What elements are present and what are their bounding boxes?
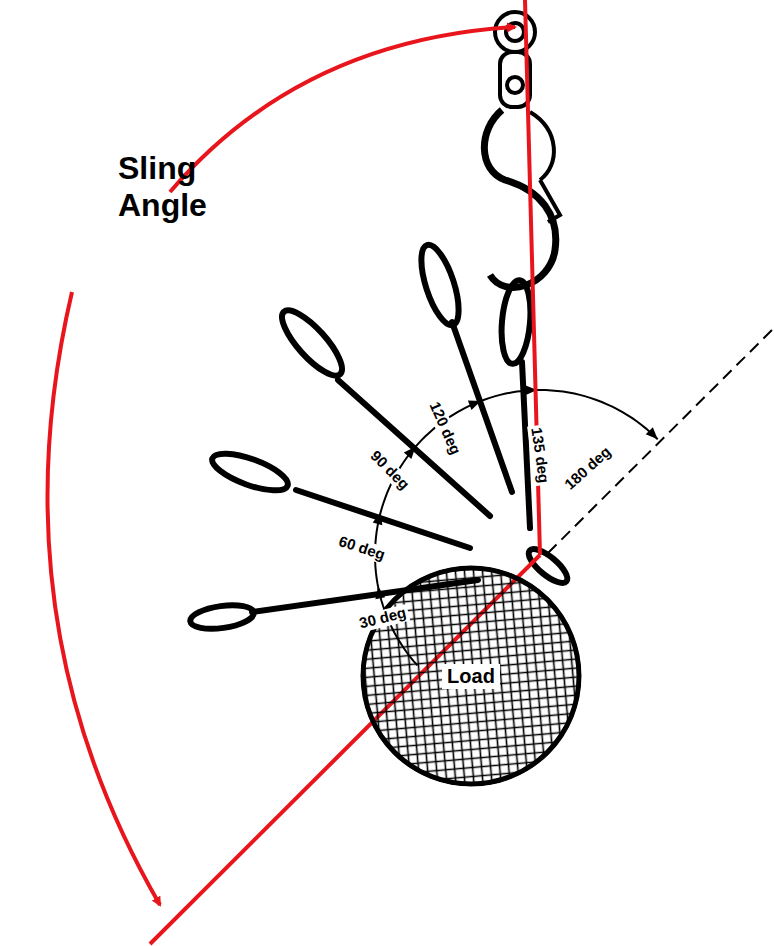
angle-label: 180 deg bbox=[560, 442, 616, 494]
load-label: Load bbox=[442, 664, 500, 689]
sling-angle-title: Sling Angle bbox=[118, 150, 258, 224]
arrow-head bbox=[646, 427, 658, 439]
sling-angle-lines bbox=[48, 0, 541, 944]
angle-label: 60 deg bbox=[335, 532, 389, 564]
arrow-head bbox=[468, 401, 481, 410]
arrow-head bbox=[404, 447, 416, 459]
crane-hook bbox=[484, 12, 560, 287]
reference-line bbox=[548, 330, 772, 553]
angle-label: 120 deg bbox=[425, 397, 464, 458]
load-circle: Load bbox=[360, 565, 582, 787]
angle-label: 135 deg bbox=[528, 424, 553, 486]
sling-lines bbox=[189, 241, 572, 633]
arrow-head bbox=[373, 512, 383, 525]
arrow-head bbox=[375, 586, 385, 599]
